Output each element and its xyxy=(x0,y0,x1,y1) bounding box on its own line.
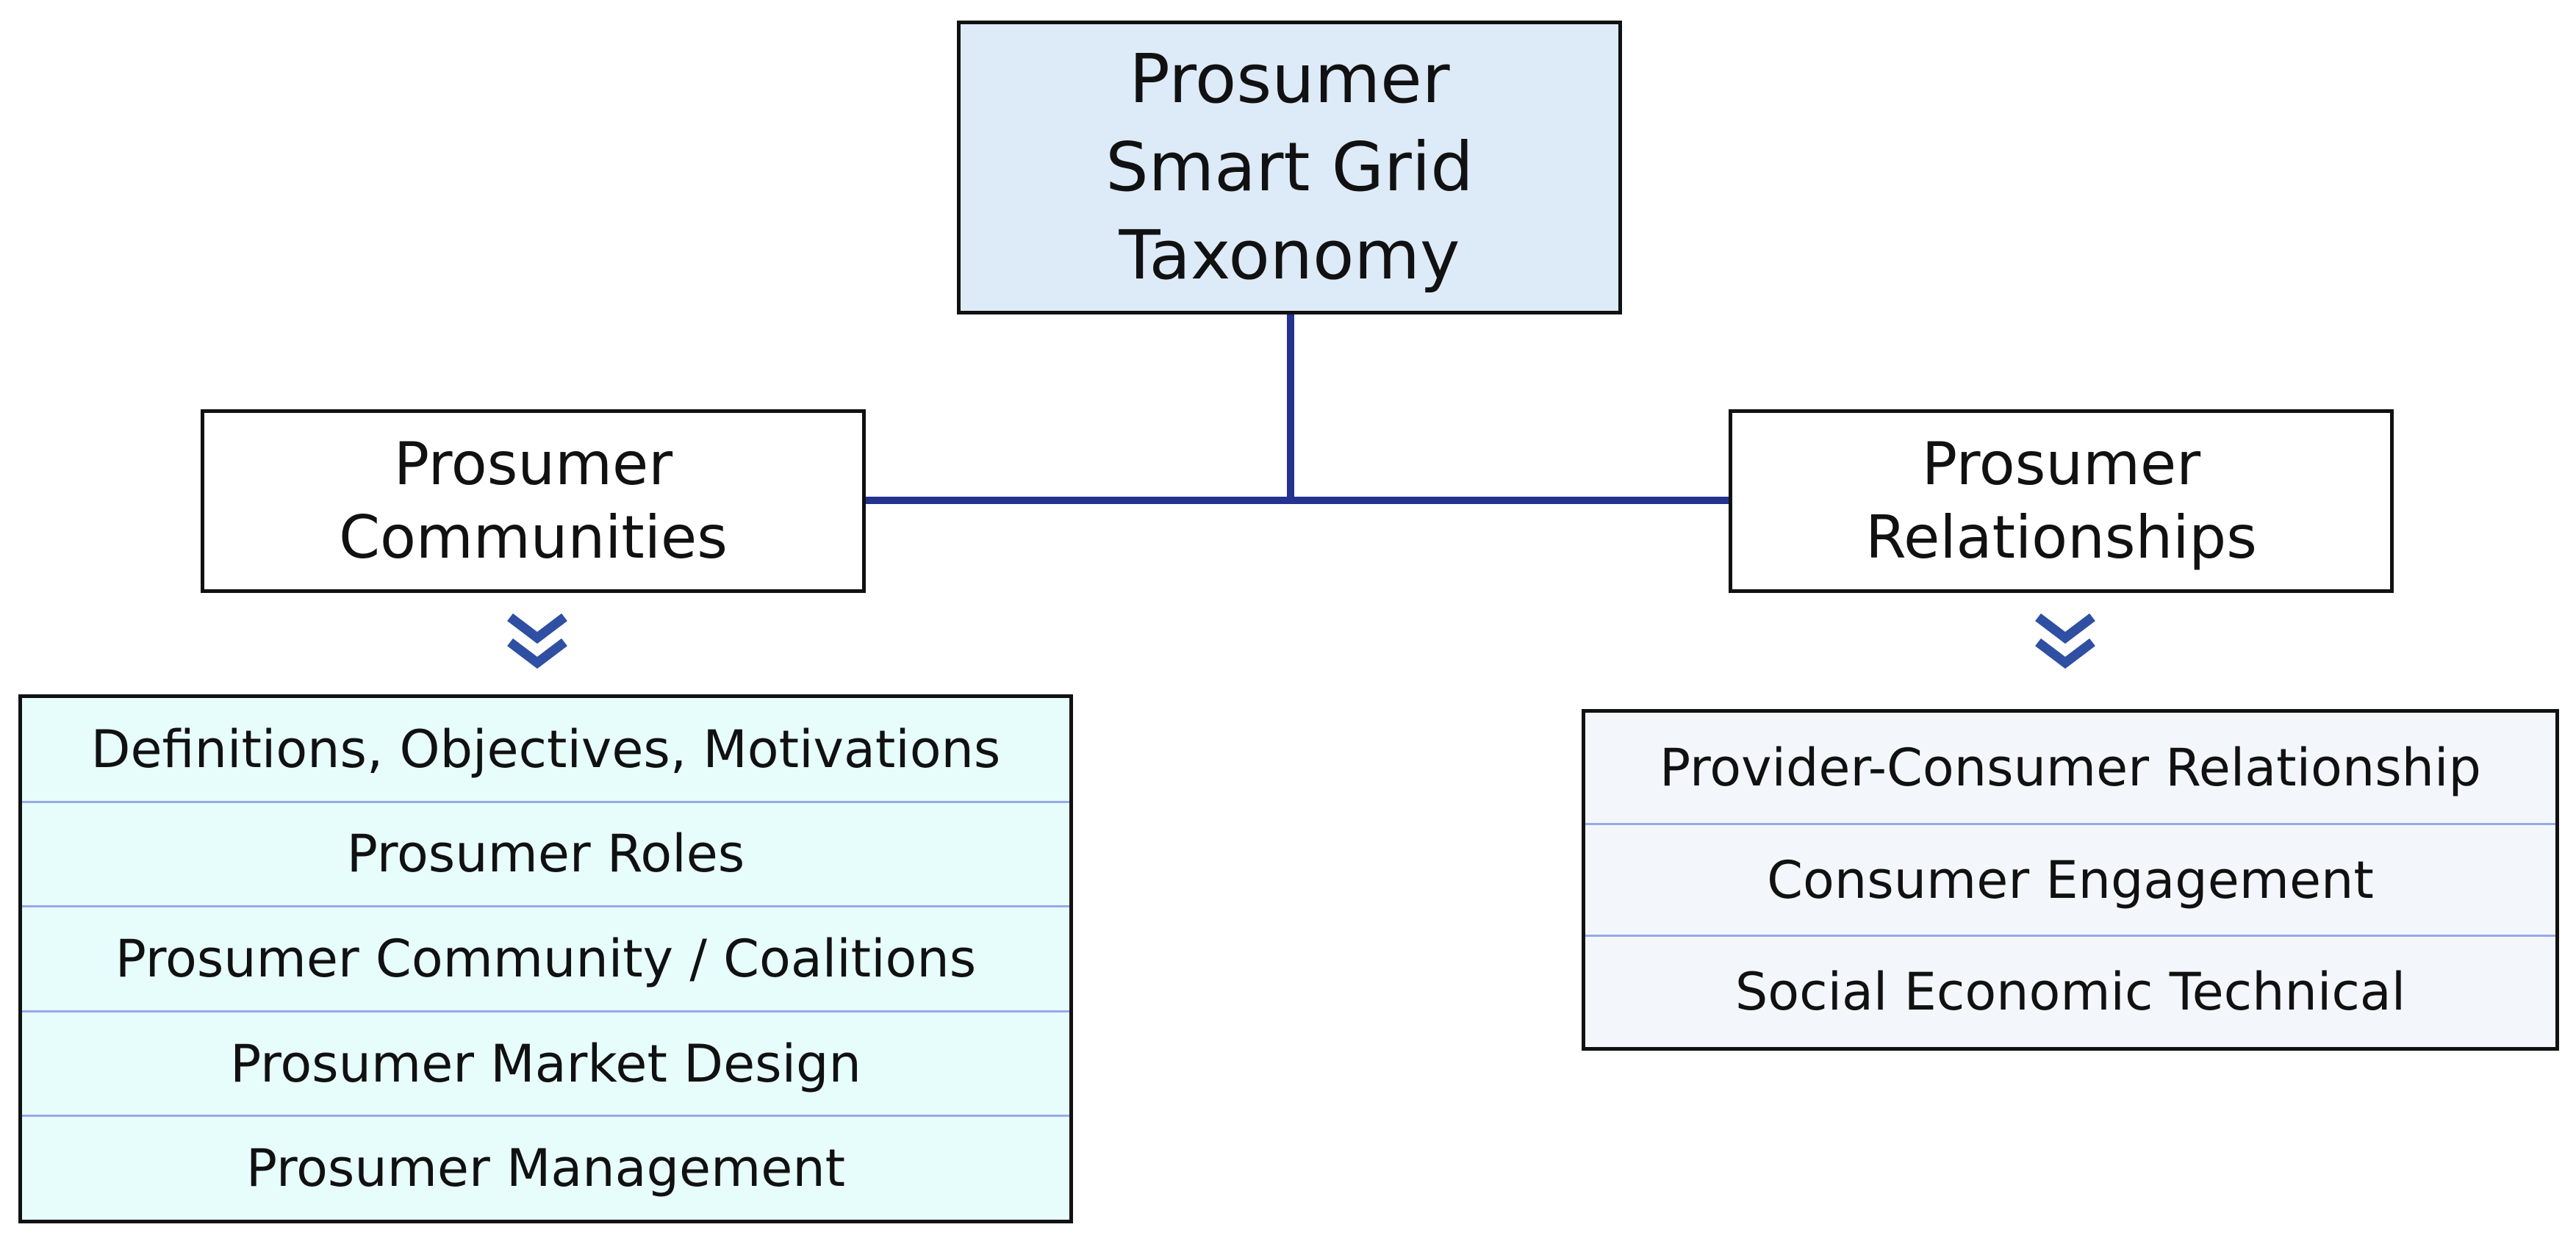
right-topic-list: Provider-Consumer Relationship Consumer … xyxy=(1582,709,2559,1051)
left-topic-list: Definitions, Objectives, Motivations Pro… xyxy=(18,694,1073,1223)
right-topic-item: Social Economic Technical xyxy=(1734,962,2406,1023)
right-category-title-line-1: Prosumer xyxy=(1921,430,2201,498)
root-title-line-3: Taxonomy xyxy=(1119,216,1460,295)
left-double-chevron-down-icon xyxy=(507,613,567,669)
right-category-title-line-2: Relationships xyxy=(1865,503,2257,572)
root-node: Prosumer Smart Grid Taxonomy xyxy=(957,21,1622,314)
branch-horizontal-connector xyxy=(864,497,1731,504)
left-topic-item: Prosumer Community / Coalitions xyxy=(22,907,1069,1012)
root-title-line-2: Smart Grid xyxy=(1105,128,1474,206)
right-topic-item: Provider-Consumer Relationship xyxy=(1585,713,2555,825)
right-topic-item: Consumer Engagement xyxy=(1585,825,2555,938)
right-category-node: Prosumer Relationships xyxy=(1729,409,2394,593)
root-title-line-1: Prosumer xyxy=(1129,40,1450,118)
left-topic-item: Definitions, Objectives, Motivations xyxy=(22,698,1069,803)
left-category-node: Prosumer Communities xyxy=(201,409,866,593)
left-topic-item: Prosumer Market Design xyxy=(22,1012,1069,1118)
right-double-chevron-down-icon xyxy=(2035,613,2095,669)
root-stem-connector xyxy=(1287,314,1294,504)
left-topic-item: Prosumer Roles xyxy=(22,803,1069,908)
left-category-title-line-2: Communities xyxy=(339,503,728,572)
left-topic-item: Prosumer Management xyxy=(245,1138,846,1199)
left-category-title-line-1: Prosumer xyxy=(393,430,673,498)
